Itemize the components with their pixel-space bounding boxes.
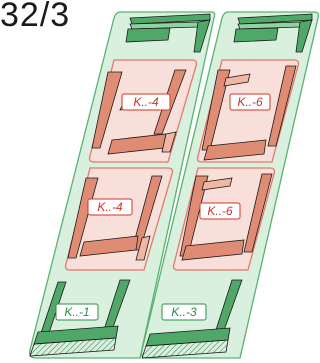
right-upper-panel: K..-6 [196,59,300,163]
panel-label-right-lower: K..-6 [207,204,233,218]
right-lower-panel: K..-6 [172,167,276,271]
right-bottom-flashing [141,279,243,359]
panel-label-right-bottom: K..-3 [171,305,197,319]
left-lower-panel: K..-4 [64,167,174,271]
panel-label-right-upper: K..-6 [237,95,263,109]
left-bottom-flashing [29,279,131,357]
figure-number: 32/3 [0,0,71,34]
left-upper-panel: K..-4 [88,59,198,163]
panel-label-left-lower: K..-4 [97,200,123,214]
left-top-flashing [125,13,211,53]
panel-label-left-bottom: K..-1 [64,305,89,319]
panel-label-left-upper: K..-4 [133,95,159,109]
right-top-flashing [233,13,313,53]
